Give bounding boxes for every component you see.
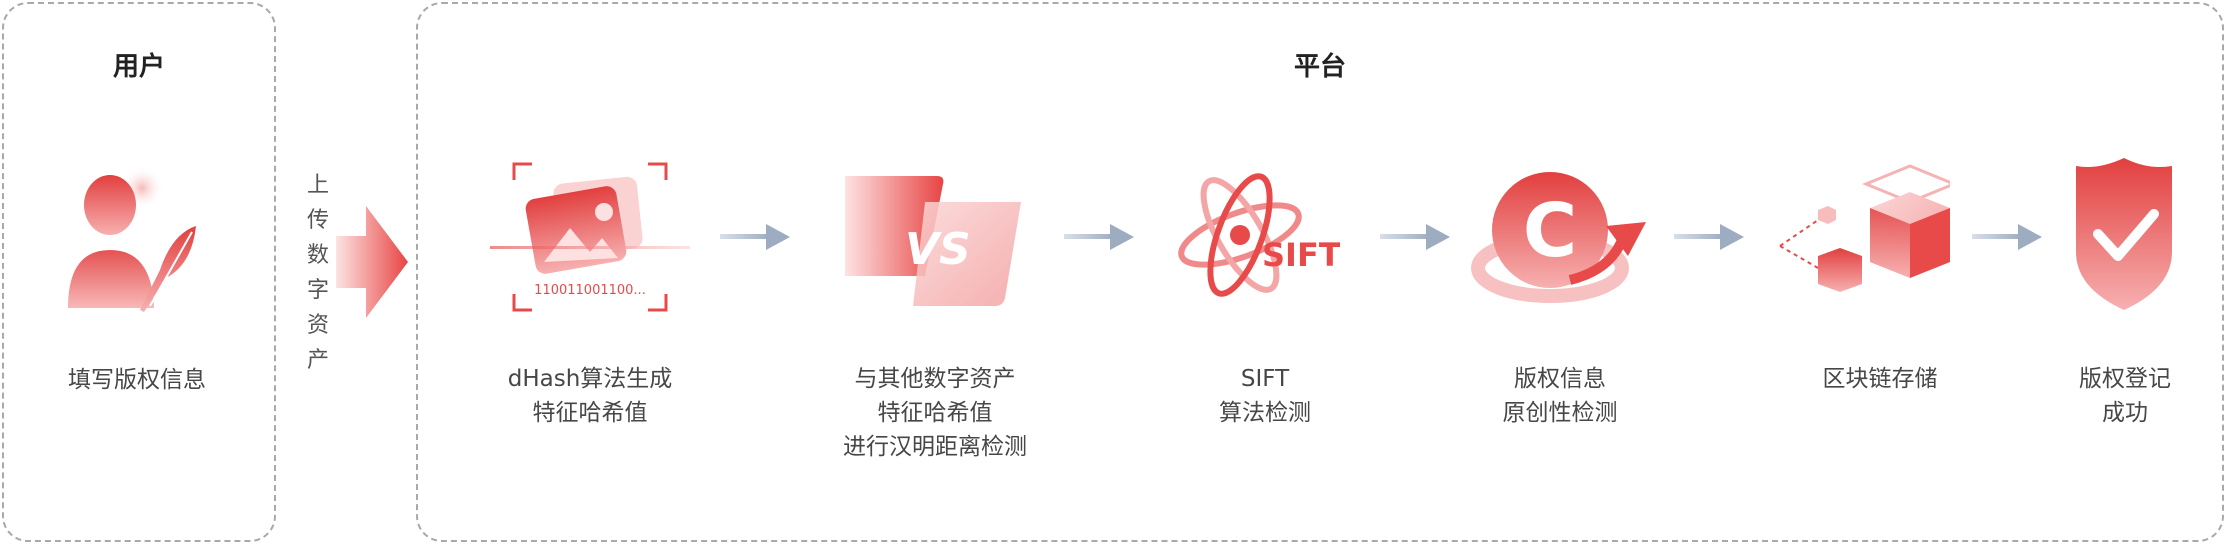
copyright-icon: C: [1471, 172, 1646, 303]
svg-text:C: C: [1523, 188, 1577, 274]
upload-arrow-icon: [336, 206, 408, 318]
svg-text:VS: VS: [905, 224, 971, 275]
upload-label: 上 传 数 字 资 产: [306, 173, 329, 373]
flow-arrow-icon: [1674, 224, 1744, 250]
svg-text:SIFT: SIFT: [1262, 236, 1340, 274]
user-quill-icon: [68, 166, 196, 312]
shield-check-icon: [2076, 158, 2172, 310]
step-label-success: 版权登记成功: [2079, 366, 2171, 426]
vs-compare-icon: VS: [845, 176, 1021, 306]
image-frame-icon: 110011001100...: [490, 162, 690, 312]
step-label-blockchain: 区块链存储: [1822, 366, 1938, 392]
user-panel-title: 用户: [112, 52, 165, 82]
step-label-hamming: 与其他数字资产特征哈希值进行汉明距离检测: [843, 366, 1027, 460]
platform-panel-title: 平台: [1293, 52, 1346, 82]
flow-arrow-icon: [1380, 224, 1450, 250]
sift-atom-icon: SIFT: [1178, 173, 1340, 297]
blockchain-cubes-icon: [1779, 164, 1950, 292]
flow-arrow-icon: [720, 224, 790, 250]
step-label-dhash: dHash算法生成特征哈希值: [507, 366, 673, 426]
user-panel: 用户: [2, 2, 276, 542]
platform-panel: 平台: [416, 2, 2224, 542]
binary-text: 110011001100...: [534, 283, 646, 298]
flow-arrow-icon: [1064, 224, 1134, 250]
user-step-label: 填写版权信息: [68, 367, 206, 393]
flow-arrow-icon: [1972, 224, 2042, 250]
step-label-originality: 版权信息原创性检测: [1502, 366, 1618, 426]
